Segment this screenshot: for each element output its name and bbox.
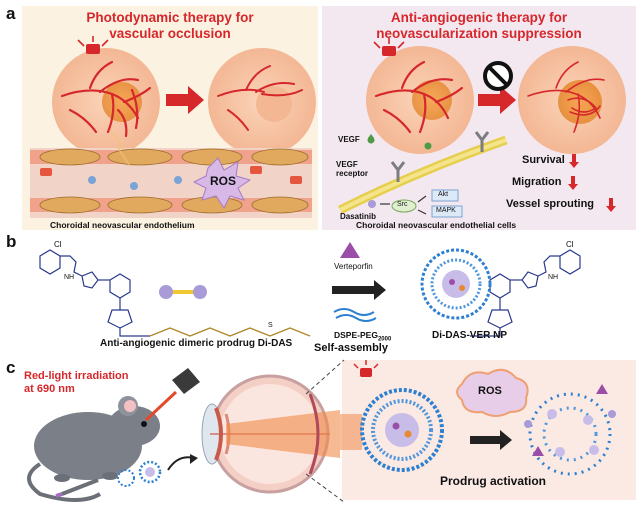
mapk-label: MAPK [436,207,456,214]
atom-nh-left: NH [64,274,75,281]
src-label: Src [397,201,408,208]
self-assembly-label: Self-assembly [314,342,388,354]
progress-arrow-left [166,86,204,114]
panel-b-illustration [39,242,581,337]
panel-c-illustration [27,359,616,503]
irradiation-line2: at 690 nm [24,383,75,395]
irradiation-label: Red-light irradiation at 690 nm [24,370,129,396]
laser-device-icon [144,368,200,422]
panel-a-left-caption: Choroidal neovascular endothelium [50,220,195,230]
panel-a-left-title: Photodynamic therapy for vascular occlus… [22,10,318,42]
nanoparticle-intact [360,388,444,472]
progress-arrow-right [478,86,516,114]
dspe-peg-sub: 2000 [377,336,392,343]
effect-survival: Survival [522,154,565,166]
panel-letter-b: b [6,232,17,251]
prohibit-icon [483,61,513,91]
panel-a-right-title-line1: Anti-angiogenic therapy for [390,10,568,25]
nanoparticle-small [117,460,162,487]
ros-label-c: ROS [478,385,502,397]
panel-a-right-title-line2: neovascularization suppression [376,26,582,41]
verteporfin-label: Verteporfin [334,262,373,271]
dspe-peg-label: DSPE-PEG2000 [334,330,391,343]
dasatinib-label: Dasatinib [340,212,377,221]
syringe-icon [61,478,99,496]
panel-a-right-title: Anti-angiogenic therapy for neovasculari… [322,10,636,42]
ros-burst [192,157,252,209]
atom-nh-right: NH [548,274,559,281]
laser-icon-c [353,360,379,377]
ros-cloud [456,368,529,417]
nanoparticle-b [420,248,492,320]
dspe-peg-text: DSPE-PEG [334,330,378,340]
prodrug-activation-label: Prodrug activation [440,474,547,488]
ros-label-a: ROS [210,174,237,188]
prodrug-structure [39,249,581,337]
vegf-receptor-label: VEGF receptor [336,160,368,178]
panel-a-left-title-line1: Photodynamic therapy for [86,10,254,25]
np-label: Di-DAS-VER NP [432,330,508,341]
akt-label: Akt [438,191,449,198]
vegf-label: VEGF [338,135,360,144]
activation-arrow [470,430,512,450]
cell-membrane [337,135,508,215]
panel-a-right-caption: Choroidal neovascular endothelial cells [356,220,517,230]
irradiation-line1: Red-light irradiation [24,370,129,382]
assembly-arrow [332,280,386,300]
laser-icon [77,36,109,54]
eye-diagram [201,374,340,494]
decrease-arrows [568,154,616,212]
mouse-icon [27,396,160,502]
laser-icon-right [373,38,405,56]
effect-migration: Migration [512,176,562,188]
atom-cl-left: Cl [54,240,62,249]
prodrug-caption: Anti-angiogenic dimeric prodrug Di-DAS [100,338,293,349]
effect-vessel-sprouting: Vessel sprouting [506,198,595,210]
panel-letter-c: c [6,358,16,377]
vegf-receptor-line1: VEGF [336,160,358,169]
verteporfin-icon [340,242,360,258]
vegf-receptor-line2: receptor [336,169,369,178]
atom-cl-right: Cl [566,240,574,249]
nanoparticle-dissociated [524,384,616,476]
atom-s-center: S [268,322,273,329]
panel-a-left-title-line2: vascular occlusion [109,26,231,41]
panel-letter-a: a [6,4,16,23]
